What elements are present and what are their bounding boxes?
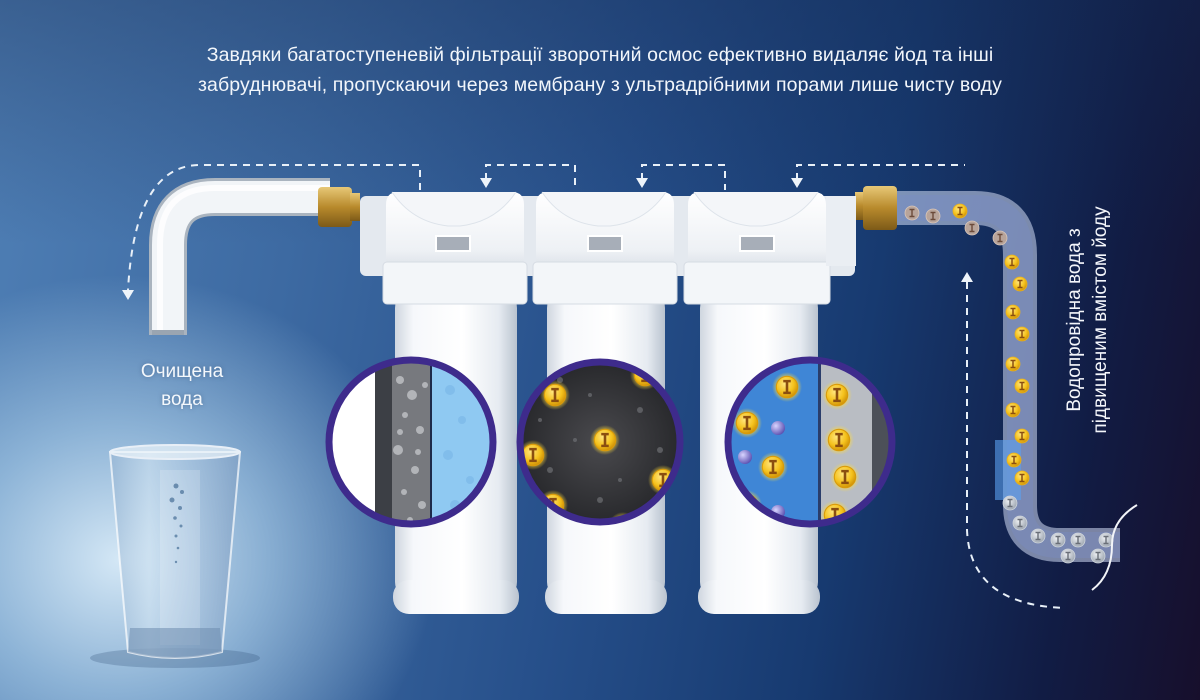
inlet-tube bbox=[897, 191, 1138, 591]
zoom-view-stage-1 bbox=[325, 356, 497, 528]
headline: Завдяки багатоступеневій фільтрації звор… bbox=[0, 40, 1200, 100]
outlet-pipe bbox=[149, 178, 360, 335]
water-glass bbox=[90, 444, 260, 668]
purified-water-label: Очищена вода bbox=[112, 358, 252, 414]
inlet-fitting bbox=[855, 186, 897, 230]
purified-water-label-line-2: вода bbox=[161, 389, 203, 410]
purified-water-label-line-1: Очищена bbox=[140, 361, 224, 382]
tap-water-label-line-1: Водопровідна вода з bbox=[1064, 228, 1085, 412]
zoom-view-stage-2 bbox=[516, 358, 684, 526]
flow-arrows bbox=[127, 164, 1066, 609]
tap-water-label-line-2: підвищеним вмістом йоду bbox=[1090, 206, 1111, 434]
headline-line-2: забруднювачі, пропускаючи через мембрану… bbox=[198, 74, 1002, 96]
headline-line-1: Завдяки багатоступеневій фільтрації звор… bbox=[206, 44, 994, 66]
arrowheads bbox=[122, 178, 973, 300]
